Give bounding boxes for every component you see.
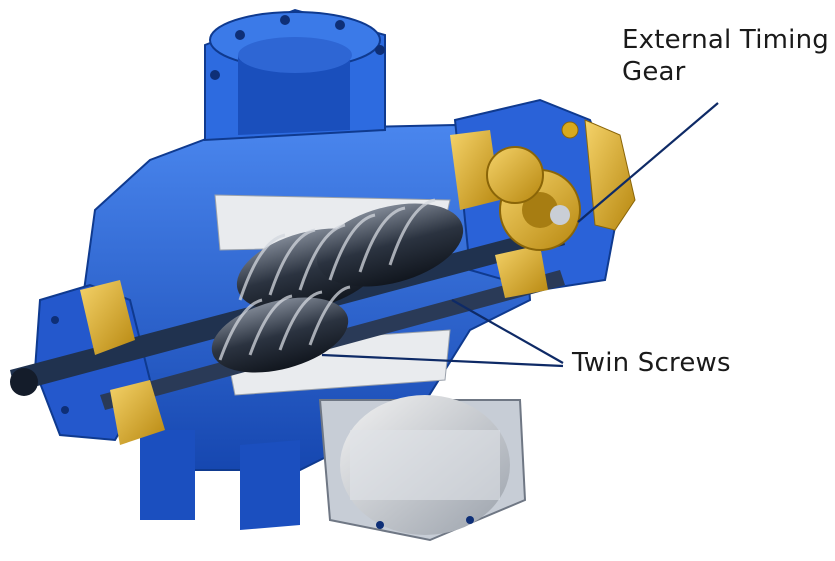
twin-screws-illustration <box>211 198 464 373</box>
leader-lines <box>321 102 719 368</box>
bolt-holes <box>51 15 474 529</box>
leader-line-twin-screws-upper <box>451 299 564 364</box>
leader-line-twin-screws-lower <box>321 353 564 368</box>
timing-gears-illustration <box>486 119 636 251</box>
discharge-port <box>318 395 527 542</box>
external-timing-gear-label: External Timing Gear <box>622 24 829 88</box>
external-timing-gear-label-line1: External Timing <box>622 25 829 55</box>
external-timing-gear-label-line2: Gear <box>622 57 686 87</box>
twin-screws-label: Twin Screws <box>572 348 731 378</box>
leader-line-timing-gear <box>577 102 719 223</box>
bearing-housings <box>80 130 548 445</box>
